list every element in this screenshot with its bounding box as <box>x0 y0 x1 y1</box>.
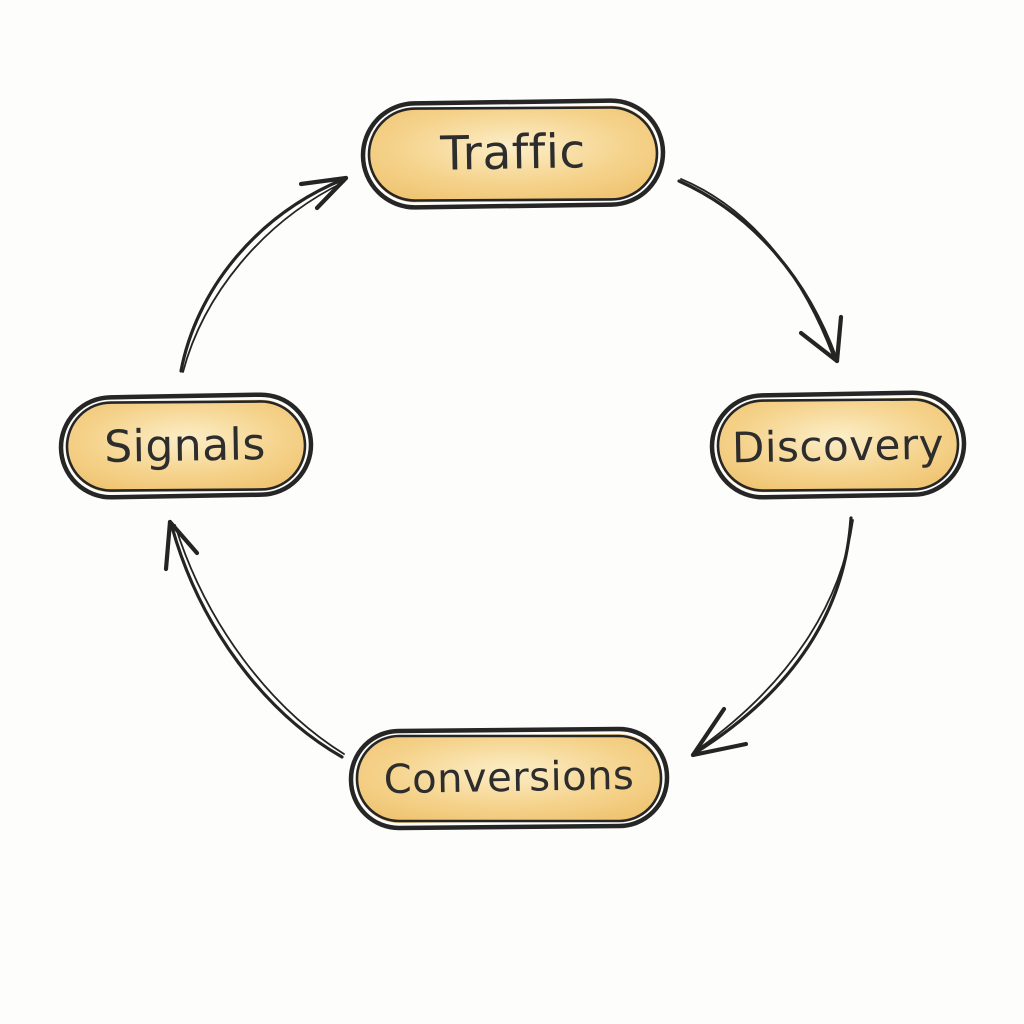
node-traffic-fill <box>368 105 658 203</box>
node-conversions-outline-inner <box>355 734 663 823</box>
node-signals-outline-outer <box>58 392 314 500</box>
arrowhead-wing <box>163 519 173 572</box>
arrow-discovery-to-conversions <box>690 516 854 758</box>
node-conversions <box>348 726 670 831</box>
arrow-curve <box>179 177 346 373</box>
arrow-curve-double <box>696 519 854 751</box>
arrow-conversions-to-signals <box>163 519 345 759</box>
node-conversions-fill <box>356 734 663 823</box>
arrow-signals-to-traffic <box>179 175 349 373</box>
arrow-curve <box>677 179 838 360</box>
node-signals-fill <box>66 399 306 493</box>
node-discovery-outline-inner <box>716 398 960 492</box>
arrow-curve-double <box>182 181 345 373</box>
node-discovery <box>709 390 967 500</box>
arrowhead-wing <box>298 175 349 187</box>
node-traffic-outline-outer <box>360 98 666 210</box>
arrowhead-wing <box>690 741 749 758</box>
arrow-curve <box>170 525 344 759</box>
node-discovery-outline-outer <box>709 390 967 500</box>
node-conversions-outline-outer <box>348 726 670 831</box>
node-traffic <box>360 98 666 210</box>
arrowhead-wing <box>314 175 349 211</box>
arrow-curve-double <box>174 524 345 755</box>
node-signals <box>58 392 314 500</box>
arrowhead-wing <box>167 519 200 556</box>
arrow-traffic-to-discovery <box>677 178 844 364</box>
arrowhead-wing <box>834 314 844 364</box>
arrowhead-wing <box>690 706 727 758</box>
node-traffic-outline-inner <box>367 106 659 202</box>
node-signals-outline-inner <box>65 400 307 492</box>
arrowhead-wing <box>798 330 840 364</box>
node-discovery-fill <box>717 397 959 493</box>
arrow-curve-double <box>680 178 834 357</box>
